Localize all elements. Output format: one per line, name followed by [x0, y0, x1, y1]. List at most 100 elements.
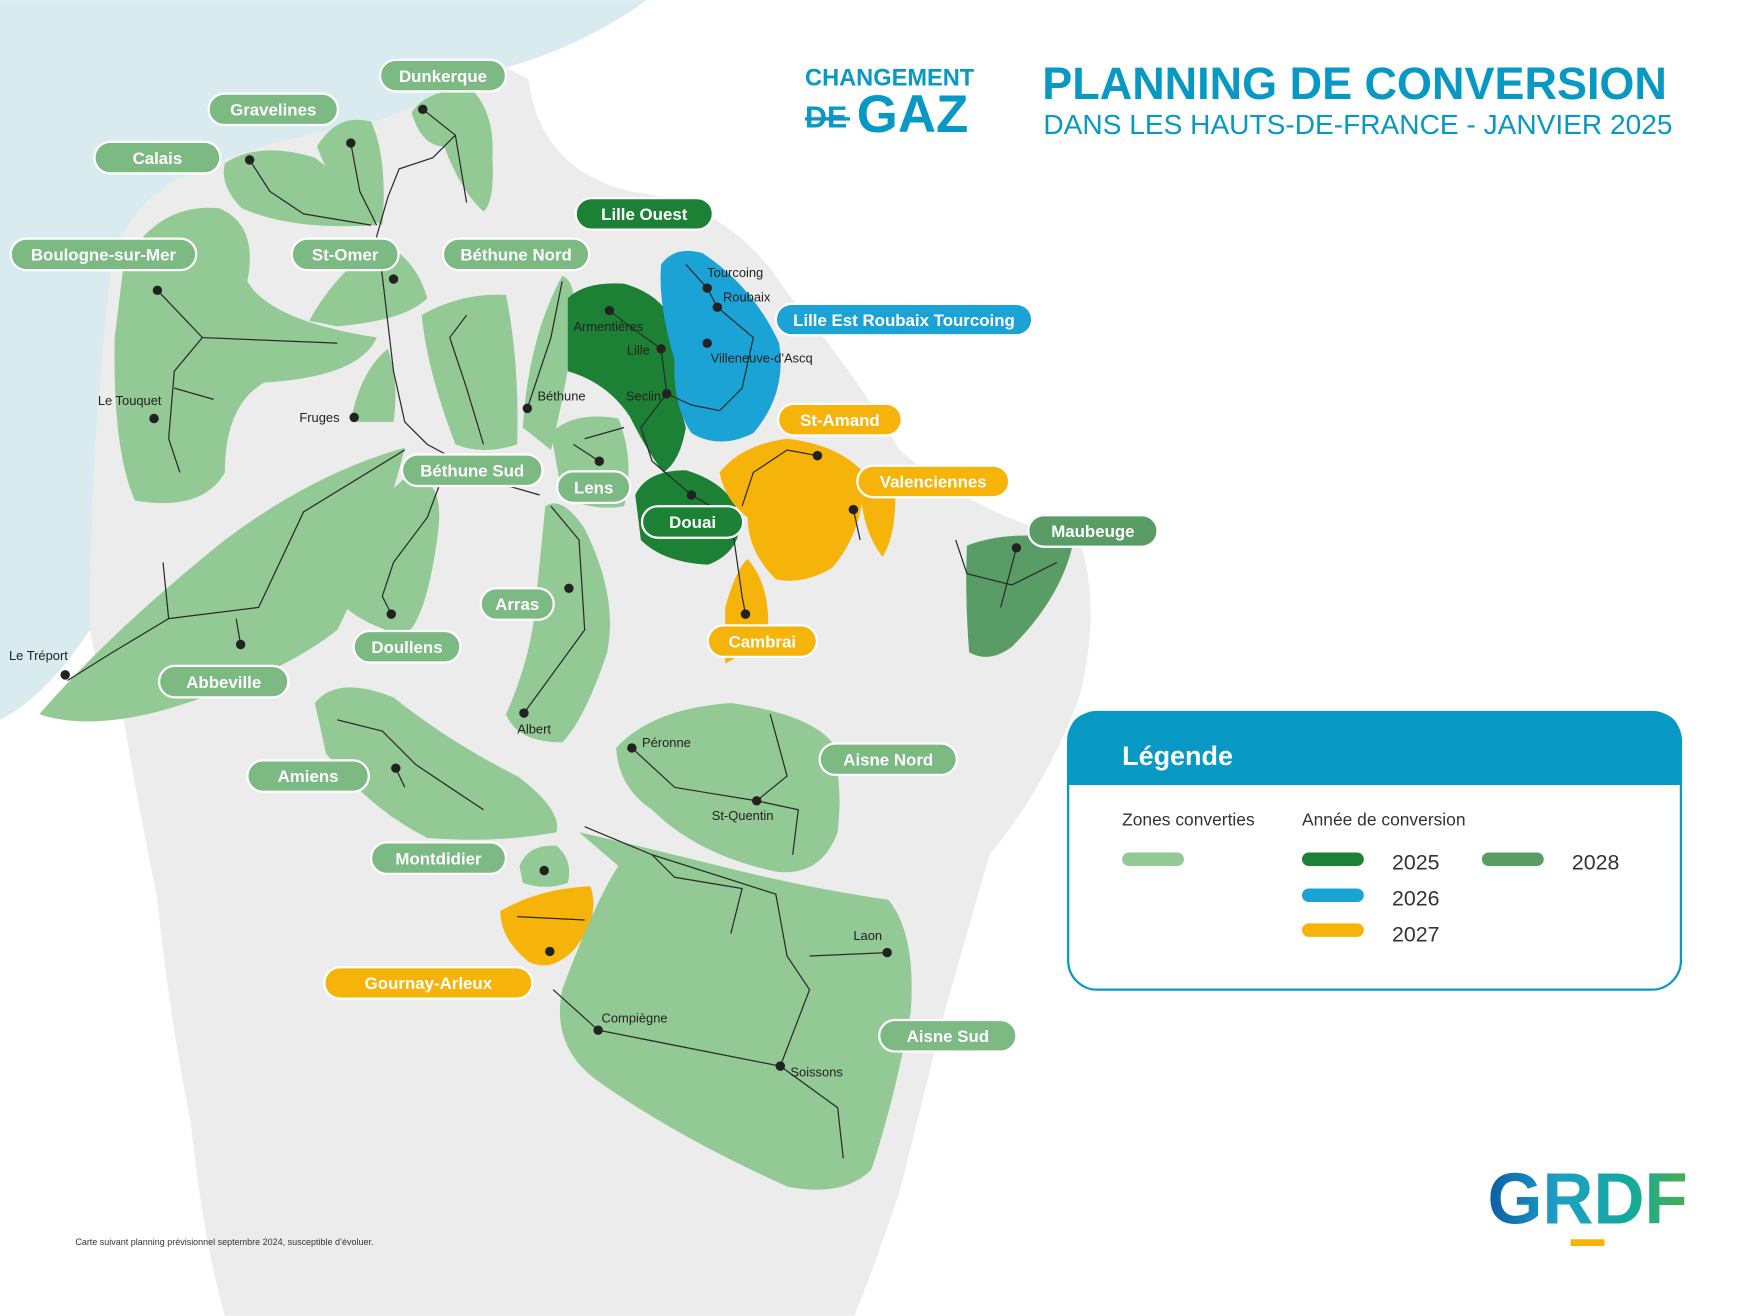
- zone-label-text: Lille Ouest: [601, 205, 688, 224]
- zone-area-converted: [309, 241, 428, 327]
- city-dot: [60, 670, 70, 680]
- zone-label-aisne-sud[interactable]: Aisne Sud: [878, 1018, 1018, 1053]
- zone-label-montdidier[interactable]: Montdidier: [369, 841, 508, 876]
- legend: Légende Zones converties Année de conver…: [1067, 710, 1683, 991]
- zone-area-converted: [314, 687, 558, 840]
- city-dot: [740, 609, 751, 619]
- zone-label-maubeuge[interactable]: Maubeuge: [1027, 514, 1159, 548]
- zone-label-text: St-Omer: [312, 246, 379, 265]
- legend-title: Légende: [1122, 741, 1233, 771]
- legend-swatch-converted: [1122, 852, 1184, 867]
- pipeline: [741, 449, 861, 541]
- city-dot: [775, 1061, 786, 1071]
- zone-label-aisne-nord[interactable]: Aisne Nord: [818, 742, 958, 777]
- zone-label-text: Douai: [669, 513, 716, 532]
- city-dot: [604, 305, 615, 316]
- city-dot: [152, 285, 163, 296]
- city-dot: [656, 344, 666, 354]
- pipeline: [631, 714, 799, 855]
- zone-label-text: Amiens: [278, 767, 339, 786]
- city-dot: [522, 403, 533, 414]
- zone-label-text: Calais: [133, 149, 183, 168]
- place-label: Fruges: [299, 410, 339, 425]
- city-dot: [388, 274, 399, 284]
- pipeline: [955, 539, 1058, 608]
- zone-label-st-amand[interactable]: St-Amand: [776, 402, 903, 437]
- zone-label-text: Dunkerque: [399, 67, 487, 86]
- zone-label-b-thune-sud[interactable]: Béthune Sud: [400, 453, 544, 488]
- zone-label-amiens[interactable]: Amiens: [246, 759, 370, 793]
- city-dot: [564, 583, 574, 594]
- city-dot: [346, 138, 356, 148]
- city-dot: [594, 456, 605, 466]
- zone-label-gravelines[interactable]: Gravelines: [207, 92, 339, 127]
- city-dot: [545, 946, 555, 957]
- zone-label-valenciennes[interactable]: Valenciennes: [856, 464, 1011, 499]
- zone-label-text: Valenciennes: [880, 473, 987, 492]
- zone-label-abbeville[interactable]: Abbeville: [157, 664, 290, 699]
- zone-label-arras[interactable]: Arras: [479, 587, 555, 621]
- place-label: Le Touquet: [98, 393, 162, 408]
- grdf-logo: GRDF: [1488, 1160, 1688, 1247]
- pipeline: [381, 472, 445, 615]
- city-dot: [686, 490, 697, 500]
- zone-label-dunkerque[interactable]: Dunkerque: [378, 58, 508, 93]
- legend-swatch-2028: [1481, 852, 1544, 867]
- city-dot: [391, 763, 401, 773]
- logo-line2b: GAZ: [857, 85, 969, 144]
- zone-label-text: Béthune Sud: [420, 461, 524, 480]
- city-dot: [848, 504, 859, 515]
- place-label: Roubaix: [723, 290, 771, 305]
- zone-area-2027: [719, 438, 864, 581]
- zone-label-lille-ouest[interactable]: Lille Ouest: [574, 197, 714, 231]
- zone-label-text: Lens: [574, 478, 613, 497]
- place-label: Laon: [853, 928, 882, 943]
- zone-area-2027: [500, 886, 594, 966]
- zone-label-doullens[interactable]: Doullens: [352, 629, 462, 664]
- footnote: Carte suivant planning prévisionnel sept…: [75, 1237, 373, 1247]
- legend-swatch-2027: [1302, 923, 1364, 937]
- zone-label-lille-est-roubaix-tourcoing[interactable]: Lille Est Roubaix Tourcoing: [774, 302, 1034, 337]
- city-dot: [882, 947, 892, 958]
- zone-label-cambrai[interactable]: Cambrai: [706, 624, 818, 658]
- zone-label-text: Gournay-Arleux: [365, 974, 493, 993]
- zone-area-converted: [317, 119, 384, 226]
- city-dot: [1011, 543, 1022, 553]
- city-dot: [235, 639, 246, 650]
- logo-line1: CHANGEMENT: [805, 66, 975, 92]
- zone-area-converted: [39, 447, 405, 722]
- zone-label-text: Aisne Nord: [843, 750, 933, 769]
- city-dot: [349, 412, 359, 423]
- zone-label-text: St-Amand: [800, 411, 880, 430]
- zone-label-text: Gravelines: [230, 100, 316, 119]
- zone-label-gournay-arleux[interactable]: Gournay-Arleux: [323, 966, 534, 1000]
- zone-area-converted: [421, 294, 518, 450]
- zone-label-lens[interactable]: Lens: [555, 470, 632, 504]
- legend-zones-title: Zones converties: [1122, 810, 1255, 830]
- city-dot: [627, 743, 637, 753]
- zone-label-boulogne-sur-mer[interactable]: Boulogne-sur-Mer: [9, 237, 198, 272]
- zone-area-2025: [567, 283, 686, 473]
- zone-label-b-thune-nord[interactable]: Béthune Nord: [441, 237, 591, 272]
- zone-label-text: Aisne Sud: [907, 1027, 989, 1046]
- zone-label-text: Cambrai: [729, 632, 796, 651]
- pipeline: [249, 142, 378, 226]
- legend-swatch-2026: [1302, 888, 1364, 902]
- pipeline: [156, 289, 338, 473]
- city-dot: [702, 283, 712, 293]
- legend-label-2026: 2026: [1392, 886, 1440, 910]
- zone-label-text: Béthune Nord: [460, 246, 571, 265]
- city-dot: [244, 155, 255, 165]
- zone-label-st-omer[interactable]: St-Omer: [290, 237, 400, 272]
- zone-label-text: Maubeuge: [1051, 522, 1134, 541]
- pipeline: [573, 426, 625, 462]
- zone-label-text: Abbeville: [186, 673, 261, 692]
- zone-area-converted: [505, 503, 610, 743]
- city-dots: [60, 104, 1022, 1071]
- place-label: Villeneuve-d'Ascq: [711, 350, 813, 365]
- zone-label-calais[interactable]: Calais: [93, 140, 222, 175]
- place-label: Le Tréport: [9, 648, 68, 663]
- page-subtitle: DANS LES HAUTS-DE-FRANCE - JANVIER 2025: [1043, 109, 1672, 140]
- zone-label-douai[interactable]: Douai: [640, 505, 745, 539]
- zone-area-converted: [223, 150, 377, 227]
